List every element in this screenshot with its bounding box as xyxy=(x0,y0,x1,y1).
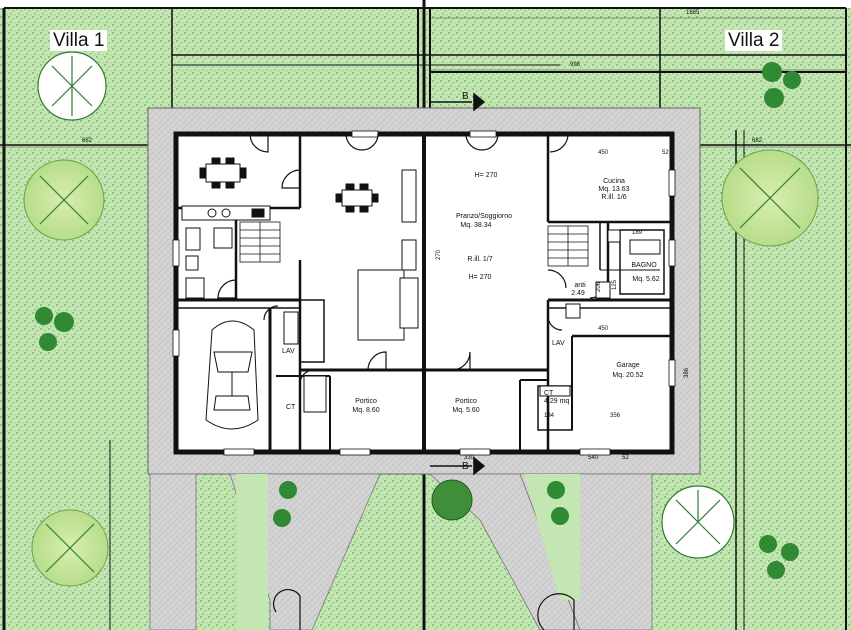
ct-right-title: CT xyxy=(544,390,554,397)
section-markers xyxy=(430,92,486,476)
pranzo-area: Mq. 38.34 xyxy=(460,222,492,229)
portico-right-title: Portico xyxy=(455,398,477,405)
section-marker-bottom: B xyxy=(462,461,469,472)
lav-right-label: LAV xyxy=(552,340,565,347)
dim-ct-inner: 184 xyxy=(544,413,555,419)
bagno-title: BAGNO xyxy=(631,262,657,269)
dim-top-inner: 998 xyxy=(570,62,581,68)
ct-right-area: 4.29 mq xyxy=(544,398,570,405)
section-marker-top: B xyxy=(462,91,469,102)
lav-left-label: LAV xyxy=(282,348,295,355)
dim-bottom-right: 52 xyxy=(622,455,629,461)
pranzo-title: Pranzo/Soggiorno xyxy=(455,213,513,220)
doors xyxy=(217,133,609,630)
portico-left-title: Portico xyxy=(355,398,377,405)
furniture-right xyxy=(539,229,661,397)
stairs-right xyxy=(547,225,589,267)
dim-vertical-d: 386 xyxy=(684,367,691,379)
ct-left-label: CT xyxy=(286,404,296,411)
villa-2-label: Villa 2 xyxy=(725,30,783,51)
anti-title: anti xyxy=(574,282,586,289)
driveway-right-green xyxy=(524,474,580,600)
dim-vertical-a: 270 xyxy=(436,249,443,261)
dim-bagno-width: 189 xyxy=(632,230,643,236)
pranzo-ratio: R.ill. 1/7 xyxy=(467,256,493,263)
cucina-area: Mq. 13.63 xyxy=(598,186,630,193)
driveway-left-path xyxy=(236,474,268,630)
dim-bottom-mid: 540 xyxy=(588,455,599,461)
bagno-area: Mq. 5.62 xyxy=(632,276,660,283)
portico-left-area: Mq. 8.60 xyxy=(352,407,380,414)
portico-right-area: Mq. 5.60 xyxy=(452,407,480,414)
trees xyxy=(23,51,819,587)
furniture-left xyxy=(181,157,419,413)
cucina-ratio: R.ill. 1/6 xyxy=(601,194,627,201)
dim-cucina-small: 52 xyxy=(662,150,669,156)
car xyxy=(205,320,259,430)
pranzo-height-top: H= 270 xyxy=(474,172,498,179)
dim-cucina-width: 450 xyxy=(598,150,609,156)
dim-top-right: 1685 xyxy=(686,10,700,16)
windows xyxy=(172,130,676,456)
dim-garage-inner: 356 xyxy=(610,413,621,419)
dim-left-side: 682 xyxy=(82,138,93,144)
anti-area: 2.49 xyxy=(571,290,585,297)
stairs-left xyxy=(239,221,281,263)
garage-title: Garage xyxy=(616,362,640,369)
villa-1-label: Villa 1 xyxy=(50,30,108,51)
dim-bottom-left: 330 xyxy=(464,455,475,461)
cucina-title: Cucina xyxy=(603,178,625,185)
dim-vertical-b: 125 xyxy=(612,279,619,291)
dim-vertical-c: 206 xyxy=(596,281,603,293)
pranzo-height-bottom: H= 270 xyxy=(468,274,492,281)
garage-area: Mq. 20.52 xyxy=(612,372,644,379)
walls xyxy=(173,131,675,455)
dim-garage-width: 450 xyxy=(598,326,609,332)
dim-right-side: 682 xyxy=(752,138,763,144)
